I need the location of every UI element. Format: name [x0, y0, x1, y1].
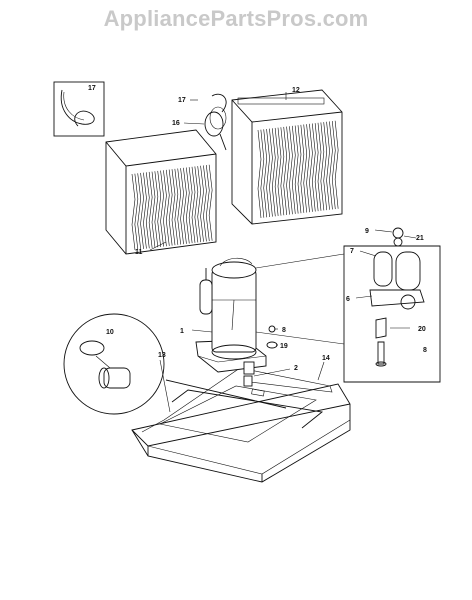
- callout-19: 19: [280, 343, 288, 350]
- coil-fin-line: [331, 121, 336, 210]
- coil-fin-line: [271, 128, 276, 217]
- coil-fin-line: [180, 168, 184, 245]
- coil-fin-line: [286, 126, 290, 215]
- coil-fin-line: [197, 166, 202, 243]
- coil-fin-line: [137, 173, 142, 250]
- part-12-condenser-coil: [231, 89, 343, 225]
- base-pan: [131, 367, 351, 483]
- coil-fin-line: [165, 169, 170, 246]
- callout-2: 2: [294, 365, 298, 372]
- coil-fin-line: [200, 165, 204, 242]
- coil-fin-line: [314, 123, 319, 212]
- coil-fin-line: [291, 125, 296, 214]
- callout-labels: 17 17 16 12 11 9 21 7 6 1 8 19 20 8 10 1…: [88, 85, 427, 372]
- compressor-parts-inset: [255, 227, 441, 383]
- coil-fin-line: [257, 129, 262, 219]
- coil-fin-line: [326, 121, 330, 210]
- coil-fin-line: [320, 122, 325, 211]
- callout-6: 6: [346, 296, 350, 303]
- coil-fin-line: [329, 121, 333, 210]
- coil-fin-line: [140, 172, 144, 250]
- callout-10: 10: [106, 329, 114, 336]
- callout-12: 12: [292, 87, 300, 94]
- coil-fin-line: [283, 126, 288, 215]
- part-11-evaporator-coil: [105, 129, 217, 255]
- coil-fin-line: [191, 166, 196, 243]
- coil-fin-line: [134, 173, 139, 250]
- coil-fin-line: [266, 128, 270, 218]
- coil-fin-line: [280, 127, 285, 216]
- coil-fin-line: [263, 129, 268, 218]
- coil-fin-line: [300, 124, 305, 213]
- coil-fin-line: [160, 170, 164, 247]
- coil-fin-line: [131, 173, 136, 251]
- coil-fin-line: [194, 166, 199, 243]
- callout-11: 11: [135, 249, 143, 256]
- site-watermark-title: AppliancePartsPros.com: [103, 6, 369, 31]
- callout-16: 16: [172, 120, 180, 127]
- coil-fin-line: [297, 125, 302, 214]
- part-16-capillary-coil: [204, 93, 227, 151]
- callout-8-inset: 8: [423, 347, 427, 354]
- coil-fin-line: [294, 125, 299, 214]
- callout-9: 9: [365, 228, 369, 235]
- coil-fin-line: [203, 165, 207, 242]
- callout-1: 1: [180, 328, 184, 335]
- coil-fin-line: [306, 124, 310, 213]
- callout-8-compressor: 8: [282, 327, 286, 334]
- part-17-inset: [53, 81, 105, 137]
- coil-fin-line: [148, 171, 153, 248]
- coil-fin-line: [260, 129, 265, 218]
- callout-13: 13: [158, 352, 166, 359]
- callout-7: 7: [350, 248, 354, 255]
- coil-fin-line: [334, 120, 339, 209]
- coil-fin-line: [188, 167, 193, 244]
- coil-fin-line: [185, 167, 190, 244]
- coil-fin-line: [277, 127, 282, 216]
- coil-fin-line: [168, 169, 173, 246]
- callout-21: 21: [416, 235, 424, 242]
- part-10-capacitor-inset: [63, 313, 165, 415]
- coil-fin-line: [174, 168, 179, 245]
- coil-fin-line: [163, 170, 167, 247]
- part-1-compressor: [195, 257, 267, 375]
- coil-fin-line: [157, 170, 162, 247]
- callout-20: 20: [418, 326, 426, 333]
- callout-leader-lines: [149, 92, 417, 413]
- coil-fin-line: [143, 172, 147, 249]
- coil-fin-line: [208, 164, 213, 241]
- hardware-fasteners: [243, 325, 278, 387]
- coil-fin-line: [323, 122, 328, 211]
- coil-fin-line: [171, 169, 176, 246]
- coil-fin-line: [183, 167, 187, 244]
- coil-fin-line: [309, 123, 313, 212]
- callout-17: 17: [178, 97, 186, 104]
- coil-fin-line: [205, 165, 210, 242]
- coil-fin-line: [269, 128, 273, 217]
- callout-14: 14: [322, 355, 330, 362]
- coil-fin-line: [154, 171, 159, 248]
- coil-fin-line: [303, 124, 308, 213]
- coil-fin-line: [317, 122, 322, 211]
- coil-fin-line: [177, 168, 182, 245]
- coil-fin-line: [151, 171, 156, 248]
- callout-17-inset: 17: [88, 85, 96, 92]
- coil-fin-line: [311, 123, 316, 212]
- coil-fin-line: [289, 126, 293, 215]
- coil-fin-line: [274, 127, 279, 216]
- coil-fin-line: [145, 172, 150, 249]
